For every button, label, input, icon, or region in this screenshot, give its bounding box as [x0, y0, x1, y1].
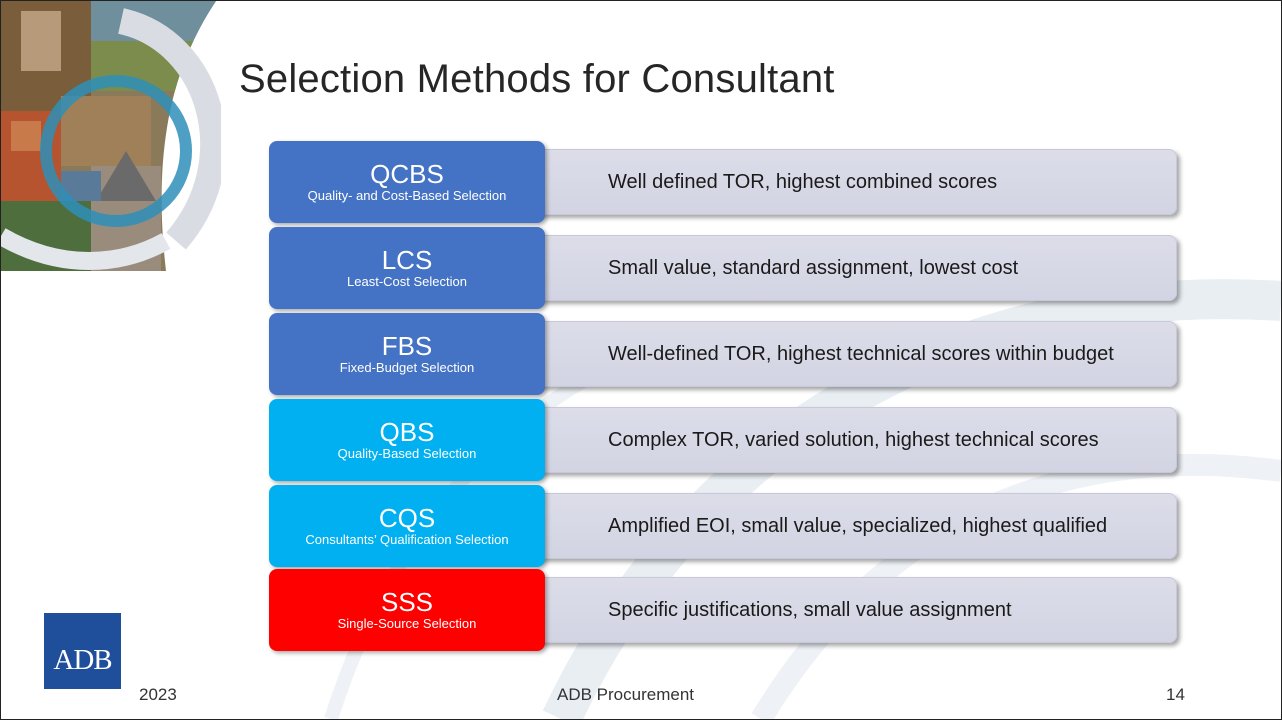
method-full-name: Single-Source Selection	[337, 616, 477, 631]
method-description-box: Well-defined TOR, highest technical scor…	[507, 321, 1177, 387]
slide-number: 14	[1166, 685, 1185, 704]
method-abbreviation: LCS	[381, 245, 433, 275]
photo-collage-image	[1, 1, 221, 271]
method-row-fbs: Well-defined TOR, highest technical scor…	[269, 313, 1189, 397]
method-full-name: Quality-Based Selection	[337, 446, 477, 461]
method-abbreviation: FBS	[381, 331, 433, 361]
adb-logo: ADB	[44, 613, 121, 689]
method-full-name: Least-Cost Selection	[347, 274, 467, 289]
method-description: Specific justifications, small value ass…	[608, 599, 1012, 621]
method-full-name: Quality- and Cost-Based Selection	[307, 188, 507, 203]
method-description-box: Well defined TOR, highest combined score…	[507, 149, 1177, 215]
method-row-qcbs: Well defined TOR, highest combined score…	[269, 141, 1189, 225]
method-description: Well-defined TOR, highest technical scor…	[608, 343, 1114, 365]
method-label-box: SSS Single-Source Selection	[269, 569, 545, 651]
method-abbreviation: CQS	[378, 503, 436, 533]
method-row-cqs: Amplified EOI, small value, specialized,…	[269, 485, 1189, 569]
method-abbreviation: SSS	[380, 587, 434, 617]
method-description-box: Amplified EOI, small value, specialized,…	[507, 493, 1177, 559]
method-full-name: Fixed-Budget Selection	[339, 360, 475, 375]
method-description: Small value, standard assignment, lowest…	[608, 257, 1019, 279]
method-description: Amplified EOI, small value, specialized,…	[608, 515, 1108, 537]
method-row-sss: Specific justifications, small value ass…	[269, 569, 1189, 653]
footer-title: ADB Procurement	[557, 685, 694, 704]
method-full-name: Consultants’ Qualification Selection	[305, 532, 509, 547]
page-title: Selection Methods for Consultant	[239, 57, 835, 101]
method-description-box: Small value, standard assignment, lowest…	[507, 235, 1177, 301]
method-description-box: Specific justifications, small value ass…	[507, 577, 1177, 643]
method-label-box: QCBS Quality- and Cost-Based Selection	[269, 141, 545, 223]
method-label-box: LCS Least-Cost Selection	[269, 227, 545, 309]
method-abbreviation: QCBS	[370, 159, 444, 189]
method-description-box: Complex TOR, varied solution, highest te…	[507, 407, 1177, 473]
method-row-lcs: Small value, standard assignment, lowest…	[269, 227, 1189, 311]
method-row-qbs: Complex TOR, varied solution, highest te…	[269, 399, 1189, 483]
footer-year: 2023	[139, 685, 177, 704]
method-description: Complex TOR, varied solution, highest te…	[608, 429, 1099, 451]
method-abbreviation: QBS	[379, 417, 435, 447]
method-label-box: QBS Quality-Based Selection	[269, 399, 545, 481]
method-label-box: CQS Consultants’ Qualification Selection	[269, 485, 545, 567]
method-description: Well defined TOR, highest combined score…	[608, 171, 998, 193]
method-label-box: FBS Fixed-Budget Selection	[269, 313, 545, 395]
